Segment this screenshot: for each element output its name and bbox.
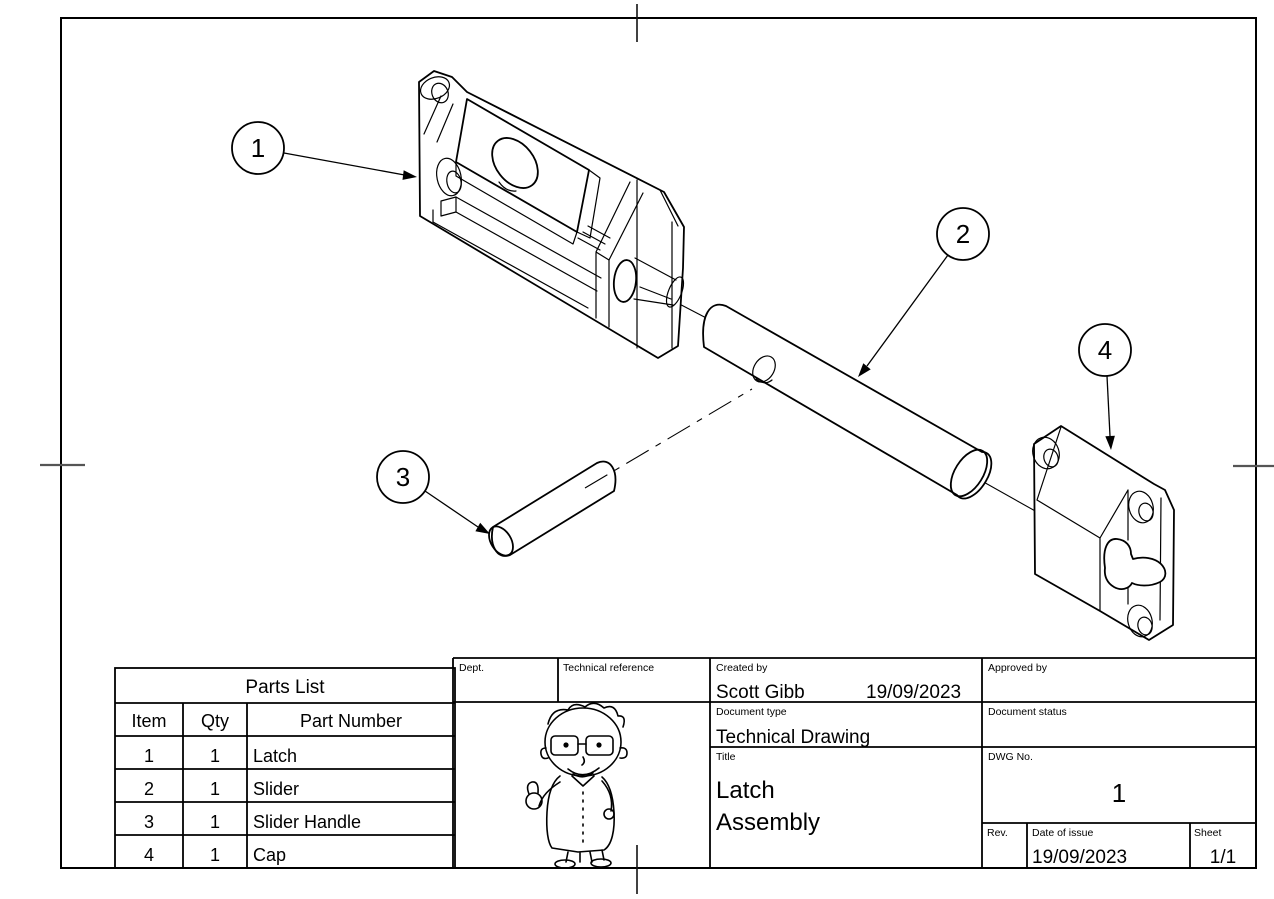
drawing-title-line2: Assembly: [716, 809, 820, 836]
slider-end-face: [949, 448, 989, 498]
row4-qty: 1: [210, 845, 220, 865]
sheet-frame: [40, 4, 1274, 894]
cap-outline: [1033, 425, 1175, 641]
balloon-4-circle: [1078, 323, 1132, 377]
balloon-2: 2: [858, 207, 990, 377]
balloon-2-number: 2: [956, 219, 970, 249]
document-type-value: Technical Drawing: [716, 727, 870, 748]
sheet-label: Sheet: [1194, 827, 1222, 839]
latch-wedge-hole: [491, 137, 539, 189]
parts-list-title: Parts List: [245, 677, 325, 698]
title-label: Title: [716, 751, 736, 763]
latch-rails: [432, 196, 602, 309]
balloon-3-number: 3: [396, 462, 410, 492]
balloon-4-number: 4: [1098, 335, 1112, 365]
row1-part-number: Latch: [253, 746, 297, 766]
latch-right-block: [595, 179, 673, 349]
balloon-4-leader: [1106, 375, 1111, 437]
cap-bottom-right-hole: [1127, 604, 1153, 638]
cap-ear-hole: [1032, 436, 1060, 470]
slider-handle-part-drawing: [488, 388, 753, 557]
balloon-3-leader: [424, 490, 479, 528]
parts-list-table: Parts List Item Qty Part Number 1 1 Latc…: [114, 667, 456, 869]
row2-qty: 1: [210, 779, 220, 799]
title-block: Dept. Technical reference Created by App…: [452, 657, 1256, 868]
table-row: 2 1 Slider: [144, 779, 299, 799]
created-by-label: Created by: [716, 662, 768, 674]
balloon-1-circle: [231, 121, 285, 175]
cap-part-drawing: [1032, 425, 1175, 641]
date-of-issue-label: Date of issue: [1032, 827, 1093, 839]
cap-top-right-hole: [1128, 490, 1154, 524]
technical-reference-label: Technical reference: [563, 662, 654, 674]
col-header-qty: Qty: [201, 711, 229, 731]
sheet-value: 1/1: [1210, 847, 1236, 868]
slider-body: [702, 303, 993, 500]
slider-part-drawing: [702, 303, 993, 500]
balloon-4-arrowhead: [1105, 435, 1115, 450]
created-by-value: Scott Gibb: [716, 682, 805, 703]
drawing-title-line1: Latch: [716, 777, 775, 804]
balloon-2-circle: [936, 207, 990, 261]
latch-right-hole-boss: [612, 257, 685, 308]
row3-item: 3: [144, 812, 154, 832]
col-header-item: Item: [131, 711, 166, 731]
balloon-1: 1: [231, 121, 417, 180]
row3-qty: 1: [210, 812, 220, 832]
table-row: 1 1 Latch: [144, 746, 297, 766]
latch-left-hole: [436, 157, 462, 197]
latch-wedge-block: [455, 98, 601, 245]
balloon-2-leader: [866, 254, 949, 367]
row1-qty: 1: [210, 746, 220, 766]
cap-keyhole-slot: [1103, 538, 1167, 590]
mascot-doodle: [525, 702, 628, 869]
balloon-3-arrowhead: [475, 522, 490, 534]
table-row: 3 1 Slider Handle: [144, 812, 361, 832]
row1-item: 1: [144, 746, 154, 766]
row3-part-number: Slider Handle: [253, 812, 361, 832]
row2-item: 2: [144, 779, 154, 799]
border-frame: [60, 17, 1257, 869]
balloon-1-leader: [283, 152, 411, 177]
slider-handle-centerline: [584, 388, 753, 489]
balloon-1-number: 1: [251, 133, 265, 163]
document-status-label: Document status: [988, 706, 1067, 718]
slider-handle-hole: [752, 355, 776, 384]
col-header-part-number: Part Number: [300, 711, 402, 731]
date-of-issue-value: 19/09/2023: [1032, 847, 1127, 868]
balloon-1-arrowhead: [402, 170, 417, 180]
dwg-no-value: 1: [1112, 778, 1126, 808]
row4-part-number: Cap: [253, 845, 286, 865]
table-row: 4 1 Cap: [144, 845, 286, 865]
slider-handle-body: [491, 460, 617, 557]
row4-item: 4: [144, 845, 154, 865]
latch-ear-hole: [419, 76, 451, 104]
approved-by-label: Approved by: [988, 662, 1048, 674]
latch-part-drawing: [418, 70, 685, 359]
balloon-3: 3: [376, 450, 490, 534]
balloon-4: 4: [1078, 323, 1132, 450]
balloon-3-circle: [376, 450, 430, 504]
slider-handle-end-face: [488, 525, 514, 557]
document-type-label: Document type: [716, 706, 787, 718]
row2-part-number: Slider: [253, 779, 299, 799]
rev-label: Rev.: [987, 827, 1008, 839]
dept-label: Dept.: [459, 662, 484, 674]
dwg-no-label: DWG No.: [988, 751, 1033, 763]
created-date-value: 19/09/2023: [866, 682, 961, 703]
balloon-2-arrowhead: [858, 363, 871, 377]
